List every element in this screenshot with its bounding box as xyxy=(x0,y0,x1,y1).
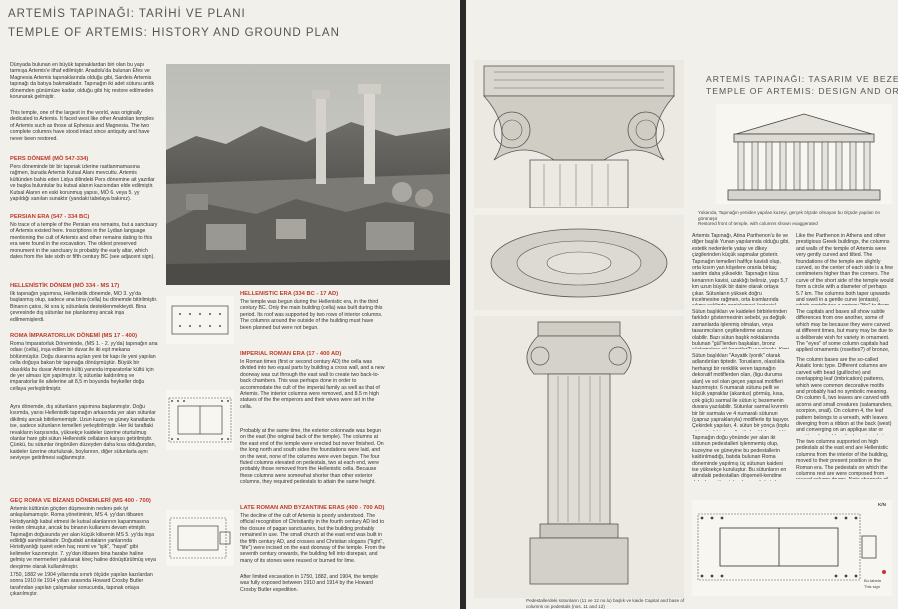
late-text-en-2: After limited excavation in 1750, 1882, … xyxy=(240,574,379,593)
pers-text: Pers döneminde bir bir tapınak izlerine … xyxy=(10,164,155,203)
roman-plan xyxy=(166,390,234,450)
persian-heading: PERSIAN ERA (547 - 334 BC) xyxy=(10,214,90,220)
pers-heading: PERS DÖNEMİ (MÖ 547-334) xyxy=(10,156,89,162)
roman-text-tr: Roma İmparatorluk Döneminde, (MS 1. - 2.… xyxy=(10,341,158,392)
history-title-tr: ARTEMİS TAPINAĞI: TARİHİ VE PLANI xyxy=(8,8,246,20)
late-heading-en: LATE ROMAN AND BYZANTINE ERAS (400 - 700… xyxy=(240,505,385,511)
late-heading-tr: GEÇ ROMA VE BİZANS DÖNEMLERİ (MS 400 - 7… xyxy=(10,498,151,504)
late-text-tr-2: 1750, 1882 ve 1904 yıllarında sınırlı öl… xyxy=(10,572,153,598)
design-text-tr-2: Sütun başlıkları ve kaideleri birbirleri… xyxy=(692,309,789,349)
this-sign-label: Bu tabela This sign xyxy=(864,578,881,589)
hellenistic-heading-tr: HELLENİSTİK DÖNEM (MÖ 334 - MS 17) xyxy=(10,283,120,289)
roman-text-en-2: Probably at the same time, the exterior … xyxy=(240,428,384,486)
hellenistic-text-en: The temple was begun during the Hellenis… xyxy=(240,299,383,331)
hellenistic-plan xyxy=(166,296,234,344)
elevation-caption: Yukarıda, Tapınağın yeniden yapılan kuze… xyxy=(698,210,881,227)
design-text-en-3: The column bases are the so-called Asiat… xyxy=(796,357,893,435)
design-text-en-1: Like the Parthenon in Athens and other p… xyxy=(796,233,894,305)
design-title-tr: ARTEMİS TAPINAĞI: TASARIM VE BEZEM xyxy=(706,74,898,84)
temple-ground-plan xyxy=(692,500,892,596)
roman-heading-tr: ROMA İMPARATORLUK DÖNEMİ (MS 17 - 400) xyxy=(10,333,138,339)
roman-text-tr-2: Aynı dönemde, dış sütunların yapımına ba… xyxy=(10,404,156,462)
history-panel: ARTEMİS TAPINAĞI: TARİHİ VE PLANI TEMPLE… xyxy=(0,0,460,609)
design-text-tr-3: Sütun başlıkları "Asyatik İyonik" olarak… xyxy=(692,353,790,431)
late-text-en: The decline of the cult of Artemis is po… xyxy=(240,513,386,564)
history-title-en: TEMPLE OF ARTEMIS: HISTORY AND GROUND PL… xyxy=(8,27,340,39)
design-text-tr-1: Artemis Tapınağı, Atina Parthenon'u ile … xyxy=(692,233,790,305)
late-text-tr: Artemis kültünün göçden düşmesinin neden… xyxy=(10,506,156,570)
hellenistic-text-tr: İlk tapınağın yapımına, Hellenistik döne… xyxy=(10,291,158,323)
temple-elevation-drawing xyxy=(716,104,892,204)
design-panel: ARTEMİS TAPINAĞI: TASARIM VE BEZEM TEMPL… xyxy=(466,0,898,609)
hellenistic-heading-en: HELLENISTIC ERA (334 BC - 17 AD) xyxy=(240,291,339,297)
temple-ruins-photo xyxy=(166,64,450,285)
intro-en: This temple, one of the largest in the w… xyxy=(10,110,154,142)
design-text-en-2: The capitals and bases all show subtle d… xyxy=(796,309,893,353)
north-label: K/N xyxy=(878,502,886,507)
roman-text-en: In Roman times (first or second century … xyxy=(240,359,385,410)
persian-text: No trace of a temple of the Persian era … xyxy=(10,222,158,261)
byzantine-plan xyxy=(166,510,234,566)
column-capital-drawing xyxy=(474,60,684,208)
capital-caption: Pedestallerdeki sütunların (11 ve 12 no.… xyxy=(526,598,685,609)
design-text-en-4: The two columns supported on high pedest… xyxy=(796,439,889,479)
pedestal-column-drawing xyxy=(474,316,684,598)
column-base-drawing xyxy=(474,215,684,310)
roman-heading-en: IMPERIAL ROMAN ERA (17 - 400 AD) xyxy=(240,351,342,357)
design-text-tr-4: Tapınağın doğu yönünde yer alan iki sütu… xyxy=(692,435,787,481)
design-title-en: TEMPLE OF ARTEMIS: DESIGN AND ORNAMENT xyxy=(706,86,898,96)
intro-tr: Dünyada bulunan en büyük tapınaklardan b… xyxy=(10,62,155,101)
